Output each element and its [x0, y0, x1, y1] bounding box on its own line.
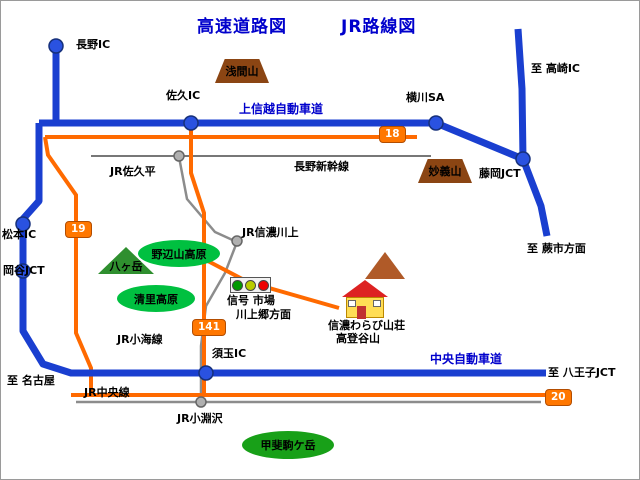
- route-141-line: [189, 126, 206, 395]
- jr-chuo-line-label: JR中央線: [84, 386, 130, 399]
- okaya-jct-label: 岡谷JCT: [3, 264, 45, 277]
- okaya-jct-marker: [15, 263, 31, 279]
- mount-asama-label: 浅間山: [225, 65, 259, 78]
- route-19-line: [43, 136, 93, 395]
- traffic-light-icon: [230, 277, 271, 293]
- yokokawa-sa-marker: [428, 115, 444, 131]
- shinano-kawakami-station-label: JR信濃川上: [242, 226, 299, 239]
- fujioka-jct-label: 藤岡JCT: [479, 167, 521, 180]
- matsumoto-ic-marker: [15, 216, 31, 232]
- jr-koumi-line: [177, 156, 239, 402]
- kobuchizawa-station-marker: [195, 396, 207, 408]
- mount-asama-shape: 浅間山: [215, 59, 269, 83]
- house-window-right: [373, 300, 381, 307]
- kiyosato-highland-shape: 清里高原: [117, 285, 195, 312]
- house-door: [357, 306, 366, 319]
- signal-green-light: [232, 279, 243, 291]
- yokokawa-sa-label: 横川SA: [406, 91, 445, 104]
- kawakami-direction-label: 川上郷方面: [236, 308, 291, 321]
- fujioka-jct-marker: [515, 151, 531, 167]
- kanetsu-expressway-line: [514, 28, 551, 237]
- page-title-jr: JR路線図: [341, 17, 417, 37]
- mount-myogi-label: 妙義山: [428, 165, 462, 178]
- kiyosato-highland-label: 清里高原: [134, 292, 178, 306]
- sutama-ic-label: 須玉IC: [212, 347, 247, 360]
- joshinetsu-expressway-line: [39, 119, 525, 163]
- to-warabi-label: 至 蕨市方面: [527, 242, 586, 255]
- route-141-shield: 141: [192, 319, 226, 336]
- chuo-expressway-line: [19, 123, 546, 377]
- lodge-name-label: 信濃わらび山荘: [328, 319, 405, 332]
- mount-kaikoma-label: 甲斐駒ケ岳: [260, 439, 316, 452]
- signal-red-light: [258, 279, 269, 291]
- nagano-shinkansen-label: 長野新幹線: [294, 160, 349, 173]
- nagano-ic-label: 長野IC: [76, 38, 111, 51]
- to-nagoya-label: 至 名古屋: [7, 374, 55, 387]
- signal-yellow-light: [245, 279, 256, 291]
- lodge-house-icon: [342, 280, 388, 320]
- lodge-mountain-label: 高登谷山: [336, 332, 380, 345]
- house-roof: [342, 280, 388, 297]
- chuo-expressway-label: 中央自動車道: [430, 352, 503, 366]
- route-19-shield: 19: [65, 221, 92, 238]
- nagano-ic-marker: [48, 38, 64, 54]
- saku-ic-label: 佐久IC: [166, 89, 201, 102]
- mount-yatsugatake-label: 八ヶ岳: [109, 260, 143, 273]
- signal-ichiba-label: 信号 市場: [227, 294, 275, 307]
- to-hachioji-label: 至 八王子JCT: [548, 366, 616, 379]
- sakudaira-station-marker: [173, 150, 185, 162]
- sutama-ic-marker: [198, 365, 214, 381]
- mount-myogi-shape: 妙義山: [418, 159, 472, 183]
- house-window-left: [348, 300, 356, 307]
- shinano-kawakami-station-marker: [231, 235, 243, 247]
- mount-kaikoma-shape: 甲斐駒ケ岳: [242, 431, 334, 459]
- route-20-shield: 20: [545, 389, 572, 406]
- route-18-shield: 18: [379, 126, 406, 143]
- jr-koumi-line-label: JR小海線: [117, 333, 163, 346]
- joshinetsu-expressway-label: 上信越自動車道: [239, 102, 324, 116]
- matsumoto-ic-label: 松本IC: [2, 228, 37, 241]
- nobeyama-highland-shape: 野辺山高原: [138, 240, 220, 267]
- to-takasaki-label: 至 高崎IC: [531, 62, 580, 75]
- page-title-expressway: 高速道路図: [197, 17, 287, 37]
- saku-ic-marker: [183, 115, 199, 131]
- nobeyama-highland-label: 野辺山高原: [151, 247, 207, 261]
- kobuchizawa-station-label: JR小淵沢: [177, 412, 223, 425]
- sakudaira-station-label: JR佐久平: [110, 165, 156, 178]
